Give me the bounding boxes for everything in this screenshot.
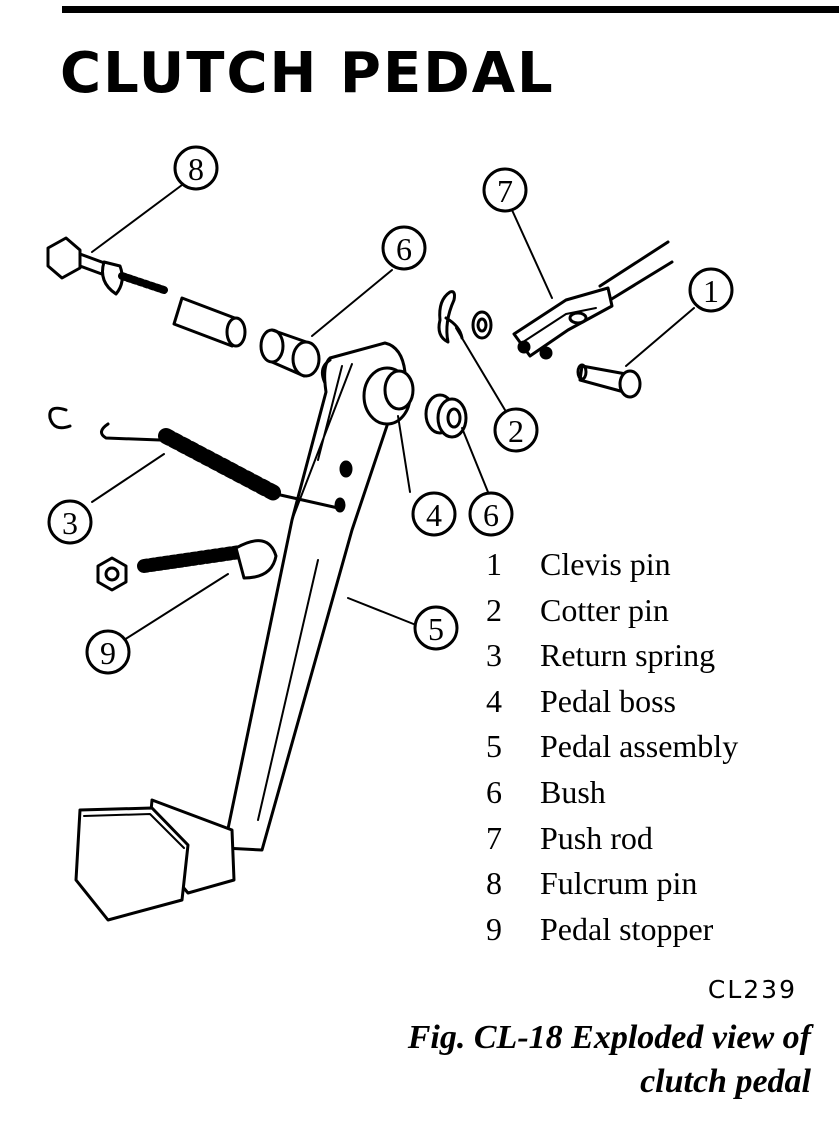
callout-circle-1	[688, 267, 734, 313]
callout-circle-5	[413, 605, 459, 651]
callout-8: 8	[188, 151, 204, 187]
callout-circle-9	[85, 629, 131, 675]
bush-right	[424, 393, 468, 439]
caption-line-2: clutch pedal	[640, 1063, 811, 1100]
legend-item: 2 Cotter pin	[486, 588, 738, 634]
legend-item: 6 Bush	[486, 770, 738, 816]
legend-number: 1	[486, 546, 502, 582]
leader-lines	[91, 184, 695, 641]
callout-circle-7	[482, 167, 528, 213]
fulcrum-pin	[46, 236, 168, 296]
pedal-boss	[320, 358, 415, 426]
top-rule	[62, 6, 839, 13]
figure-caption: Fig. CL-18 Exploded view of clutch pedal	[191, 1016, 811, 1104]
legend-item: 5 Pedal assembly	[486, 724, 738, 770]
legend-label: Clevis pin	[540, 546, 671, 582]
caption-line-1: Fig. CL-18 Exploded view of	[407, 1019, 811, 1056]
return-spring	[100, 422, 340, 510]
legend-label: Cotter pin	[540, 591, 669, 628]
callout-circle-8	[173, 145, 219, 191]
callout-7: 7	[497, 173, 513, 209]
callout-4: 4	[426, 497, 442, 533]
pedal-stopper	[96, 539, 278, 592]
legend-label: Pedal assembly	[540, 728, 739, 765]
legend-item: 1 Clevis pin	[486, 542, 738, 588]
callout-circle-2	[493, 407, 539, 453]
legend-item: 3 Return spring	[486, 633, 738, 679]
legend-number: 7	[486, 819, 502, 856]
pedal-pad	[74, 798, 236, 922]
legend-number: 5	[486, 728, 502, 765]
callout-5: 5	[428, 611, 444, 647]
legend-number: 9	[486, 910, 502, 947]
legend-item: 7 Push rod	[486, 816, 738, 862]
bush-left	[259, 328, 321, 378]
legend-label: Pedal stopper	[540, 910, 714, 947]
callout-circle-3	[47, 499, 93, 545]
legend-label: Pedal boss	[540, 682, 676, 719]
legend-number: 4	[486, 682, 502, 719]
legend-number: 6	[486, 773, 502, 810]
cotter-pin	[437, 290, 464, 344]
snap-ring	[48, 406, 72, 430]
callout-3: 3	[62, 505, 78, 541]
legend-label: Push rod	[540, 819, 653, 856]
callout-circle-4	[411, 491, 457, 537]
clevis-pin	[576, 363, 642, 399]
figure-code: CL239	[707, 975, 797, 1004]
washer	[471, 310, 493, 340]
callout-9: 9	[100, 635, 116, 671]
callout-circle-6b	[468, 491, 514, 537]
legend-label: Fulcrum pin	[540, 865, 698, 902]
legend-label: Bush	[540, 773, 606, 810]
legend-label: Return spring	[540, 637, 716, 674]
parts-legend: 1 Clevis pin 2 Cotter pin 3 Return spring 4…	[486, 542, 738, 952]
legend-number: 3	[486, 637, 502, 674]
legend-item: 4 Pedal boss	[486, 679, 738, 725]
callout-1: 1	[703, 273, 719, 309]
legend-number: 8	[486, 865, 502, 902]
legend-item: 8 Fulcrum pin	[486, 861, 738, 907]
callout-6a: 6	[396, 231, 412, 267]
callout-circle-6a	[381, 225, 427, 271]
callout-6b: 6	[483, 497, 499, 533]
legend-item: 9 Pedal stopper	[486, 907, 738, 953]
push-rod	[512, 240, 674, 360]
legend-number: 2	[486, 591, 502, 628]
page-title: CLUTCH PEDAL	[60, 41, 555, 106]
callout-2: 2	[508, 413, 524, 449]
